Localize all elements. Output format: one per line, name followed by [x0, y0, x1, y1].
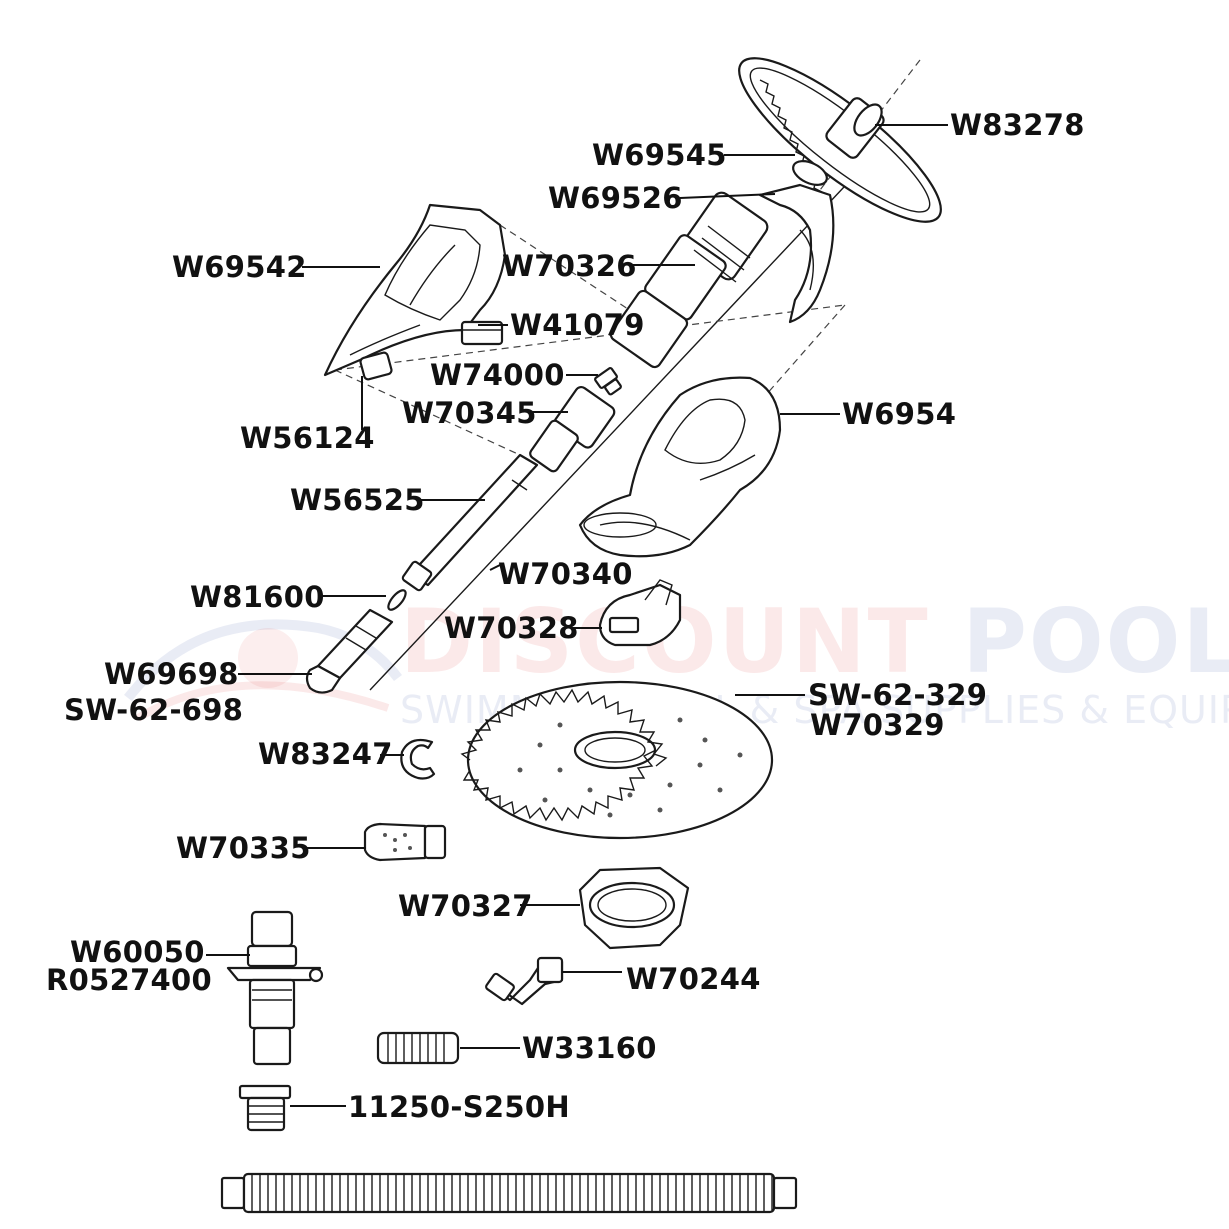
label-w69545: W69545 — [592, 138, 727, 172]
label-w83278: W83278 — [950, 108, 1085, 142]
label-w70345: W70345 — [402, 396, 537, 430]
pad-w56124 — [359, 351, 393, 381]
label-w81600: W81600 — [190, 580, 325, 614]
label-w70244: W70244 — [626, 962, 761, 996]
label-w70329: W70329 — [810, 708, 945, 742]
valve-w60050 — [226, 910, 324, 1066]
clip-w83247 — [400, 738, 436, 780]
housing-w69542 — [323, 203, 507, 377]
nozzle-w69698 — [305, 608, 394, 694]
tube-w33160 — [376, 1031, 460, 1065]
label-sw-62-698: SW-62-698 — [64, 693, 244, 727]
label-r0527400: R0527400 — [46, 963, 212, 997]
watermark-title: DISCOUNT POOL MART — [400, 590, 1229, 693]
label-11250-s250h: 11250-S250H — [348, 1090, 570, 1124]
nut-w70327 — [578, 866, 690, 950]
label-w69526: W69526 — [548, 181, 683, 215]
body-w6954 — [578, 376, 782, 558]
foot-w69526 — [758, 183, 835, 324]
tube-w56525 — [401, 453, 539, 592]
leader-lines — [206, 124, 948, 1107]
swivel-w70326 — [609, 191, 769, 369]
oring-w81600 — [387, 589, 407, 611]
label-w70335: W70335 — [176, 831, 311, 865]
label-w70340: W70340 — [498, 557, 633, 591]
nozzle-w70335 — [363, 822, 447, 862]
label-w6954: W6954 — [842, 397, 957, 431]
disc-w83278 — [738, 57, 942, 223]
clip-w74000 — [594, 367, 622, 396]
bracket-w70328 — [598, 579, 682, 647]
label-w56124: W56124 — [240, 421, 375, 455]
block-w41079 — [460, 320, 504, 346]
ring-w69545 — [792, 160, 828, 186]
fitting-s250h — [238, 1084, 292, 1132]
label-w33160: W33160 — [522, 1031, 657, 1065]
label-w83247: W83247 — [258, 737, 393, 771]
elbow-w70244 — [485, 956, 564, 1006]
label-w69542: W69542 — [172, 250, 307, 284]
label-w70327: W70327 — [398, 889, 533, 923]
label-w69698: W69698 — [104, 657, 239, 691]
label-w41079: W41079 — [510, 308, 645, 342]
label-w56525: W56525 — [290, 483, 425, 517]
label-w70328: W70328 — [444, 611, 579, 645]
label-w70326: W70326 — [502, 249, 637, 283]
label-sw-62-329: SW-62-329 — [808, 678, 988, 712]
coupler-w70345 — [529, 385, 616, 473]
label-w74000: W74000 — [430, 358, 565, 392]
disc-w70329 — [460, 680, 774, 840]
label-w60050: W60050 — [70, 935, 205, 969]
hose-long — [220, 1172, 798, 1214]
